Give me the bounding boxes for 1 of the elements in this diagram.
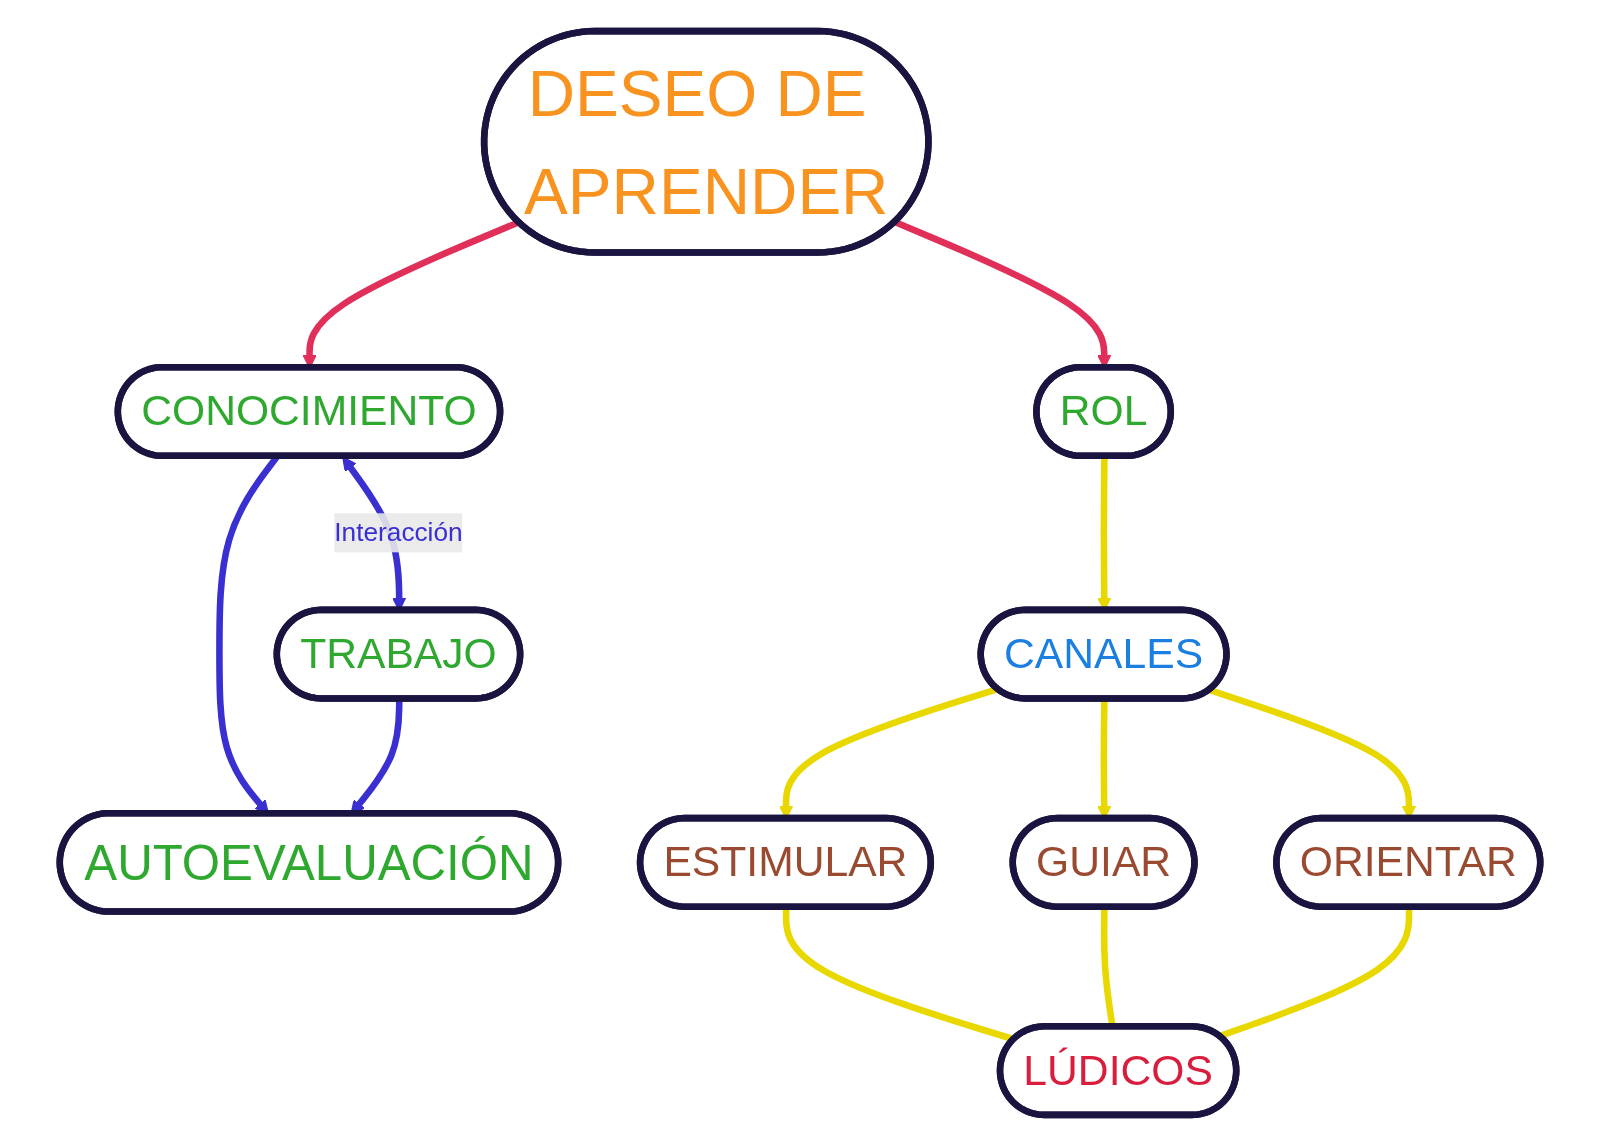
edge-label: Interacción: [334, 517, 463, 546]
